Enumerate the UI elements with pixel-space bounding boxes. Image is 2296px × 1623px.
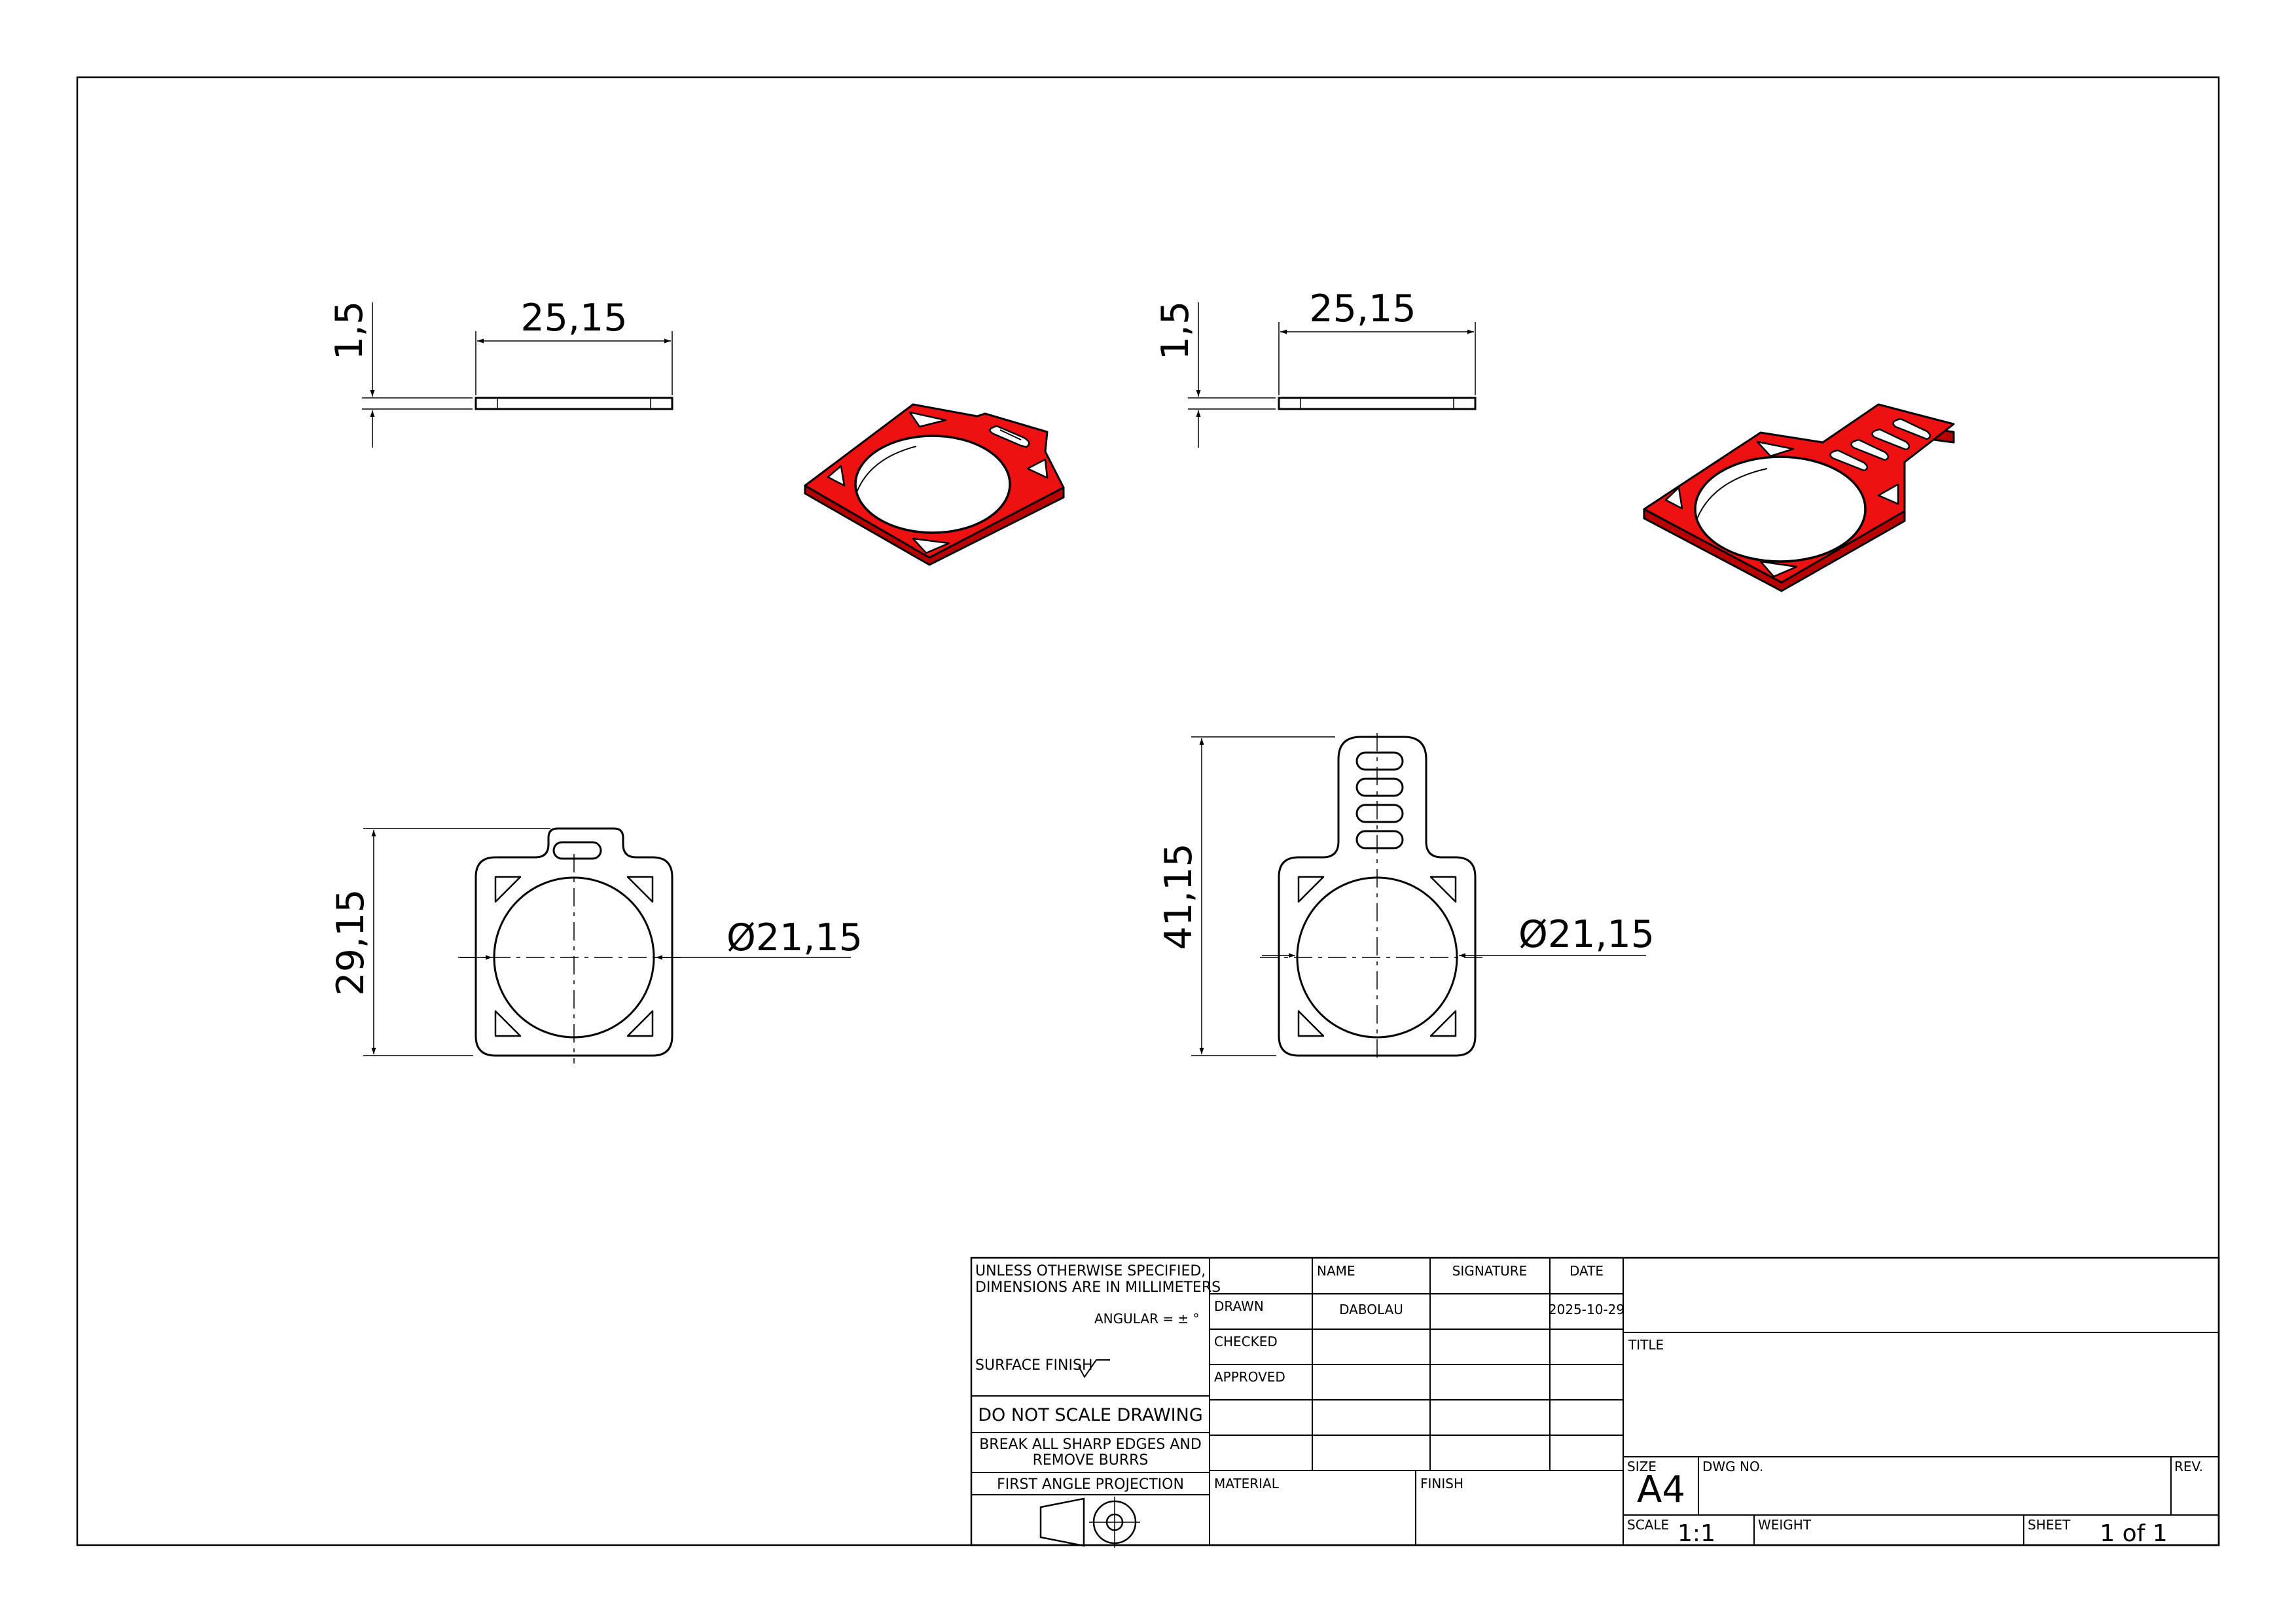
weight-label: WEIGHT bbox=[1758, 1517, 1812, 1533]
left-thickness-dim: 1,5 bbox=[328, 301, 371, 361]
left-front-view: 29,15 Ø21,15 bbox=[329, 827, 863, 1063]
left-diameter-dim: Ø21,15 bbox=[726, 916, 863, 959]
right-height-dim: 41,15 bbox=[1157, 843, 1200, 950]
row-approved: APPROVED bbox=[1214, 1369, 1285, 1385]
size-label: SIZE bbox=[1627, 1459, 1657, 1474]
left-isometric-view bbox=[804, 403, 1065, 566]
right-diameter-dim: Ø21,15 bbox=[1518, 913, 1655, 956]
sheet-value: 1 of 1 bbox=[2100, 1520, 2167, 1547]
sheet-label: SHEET bbox=[2028, 1517, 2071, 1533]
title-block-text: UNLESS OTHERWISE SPECIFIED, DIMENSIONS A… bbox=[975, 1263, 2203, 1547]
note-do-not-scale: DO NOT SCALE DRAWING bbox=[978, 1405, 1203, 1425]
row-checked: CHECKED bbox=[1214, 1334, 1278, 1349]
material-label: MATERIAL bbox=[1214, 1476, 1280, 1491]
title-label: TITLE bbox=[1628, 1337, 1664, 1353]
drawn-name: DABOLAU bbox=[1339, 1302, 1403, 1317]
drawn-date: 2025-10-29 bbox=[1549, 1302, 1624, 1317]
row-drawn: DRAWN bbox=[1214, 1298, 1264, 1314]
title-block bbox=[970, 1257, 2220, 1548]
left-side-view: 25,15 1,5 bbox=[328, 296, 673, 448]
left-height-dim: 29,15 bbox=[329, 889, 372, 995]
note-projection: FIRST ANGLE PROJECTION bbox=[997, 1476, 1184, 1493]
right-thickness-dim: 1,5 bbox=[1154, 301, 1197, 361]
right-isometric-view bbox=[1643, 403, 1955, 592]
note-line1: UNLESS OTHERWISE SPECIFIED, bbox=[975, 1263, 1206, 1279]
note-angular: ANGULAR = ± ° bbox=[1094, 1311, 1200, 1327]
header-date: DATE bbox=[1570, 1263, 1604, 1279]
left-width-dim: 25,15 bbox=[520, 296, 627, 340]
right-front-view: 41,15 Ø21,15 bbox=[1157, 733, 1655, 1063]
note-line2: DIMENSIONS ARE IN MILLIMETERS bbox=[975, 1279, 1221, 1296]
note-break-edges-1: BREAK ALL SHARP EDGES AND bbox=[979, 1436, 1202, 1453]
scale-label: SCALE bbox=[1627, 1517, 1669, 1533]
header-name: NAME bbox=[1317, 1263, 1355, 1279]
scale-value: 1:1 bbox=[1677, 1520, 1715, 1547]
note-break-edges-2: REMOVE BURRS bbox=[1033, 1452, 1149, 1469]
size-value: A4 bbox=[1637, 1469, 1685, 1511]
rev-label: REV. bbox=[2174, 1459, 2203, 1474]
note-surface-finish: SURFACE FINISH bbox=[975, 1357, 1093, 1374]
dwg-no-label: DWG NO. bbox=[1702, 1459, 1763, 1474]
right-side-view: 25,15 1,5 bbox=[1154, 287, 1477, 448]
finish-label: FINISH bbox=[1420, 1476, 1463, 1491]
right-width-dim: 25,15 bbox=[1309, 287, 1416, 330]
header-signature: SIGNATURE bbox=[1452, 1263, 1528, 1279]
